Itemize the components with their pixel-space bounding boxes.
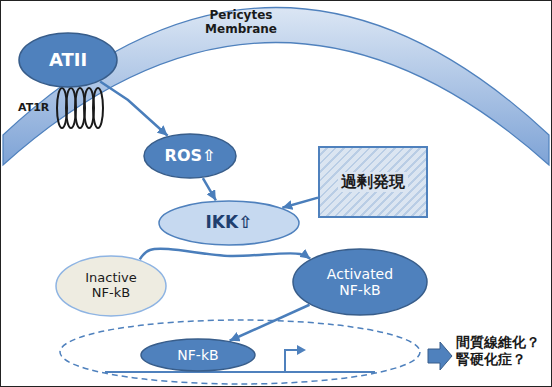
node-label: NF-kB xyxy=(177,347,218,363)
cell-membrane xyxy=(3,8,549,166)
flow-arrow xyxy=(140,249,310,260)
node-text-group: ATII xyxy=(49,50,87,71)
node-label: ATII xyxy=(49,50,87,71)
node-text-group: NF-kB xyxy=(177,347,218,363)
flow-arrow xyxy=(100,81,167,135)
flow-arrow xyxy=(282,198,318,208)
inactive-ellipse: Inactive NF-kB xyxy=(55,255,167,317)
transcription-arrowhead xyxy=(297,345,306,355)
node-text-group: IKK⇧ xyxy=(206,213,253,233)
ros-ellipse: ROS⇧ xyxy=(143,133,237,179)
flow-arrow xyxy=(230,305,310,341)
flow-arrow xyxy=(203,178,216,200)
nuclear-ellipse: NF-kB xyxy=(140,338,256,372)
node-label: ROS⇧ xyxy=(165,147,216,165)
node-text-group: Activated NF-kB xyxy=(318,266,402,298)
node-text-group: ROS⇧ xyxy=(165,147,216,165)
dna-strand xyxy=(105,371,375,373)
node-text-group: 過剰発現 xyxy=(338,172,408,192)
block-arrow xyxy=(428,342,452,370)
membrane-label: Pericytes Membrane xyxy=(196,8,286,37)
node-text-group: Inactive NF-kB xyxy=(75,271,147,301)
receptor-symbol xyxy=(57,88,103,128)
node-label: Activated NF-kB xyxy=(318,266,402,298)
node-label: Inactive NF-kB xyxy=(75,271,147,301)
process-box: 過剰発現 xyxy=(318,146,428,218)
ligand-ellipse: ATII xyxy=(18,32,118,88)
transcription-arrow xyxy=(285,350,298,372)
kinase-ellipse: IKK⇧ xyxy=(158,200,300,246)
receptor-label: AT1R xyxy=(18,101,58,114)
node-label: IKK⇧ xyxy=(206,213,253,233)
outcome-label: 間質線維化？ 腎硬化症？ xyxy=(456,334,546,368)
node-label: 過剰発現 xyxy=(341,173,405,191)
nucleus-outline xyxy=(60,320,420,384)
active-ellipse: Activated NF-kB xyxy=(292,248,428,316)
